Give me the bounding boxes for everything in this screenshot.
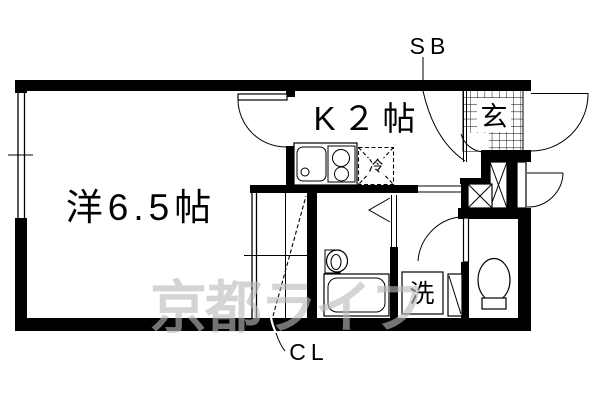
sink-drain	[300, 167, 310, 177]
entrance-door-leaf	[531, 93, 589, 97]
wall-horizontal-divider	[250, 185, 418, 193]
bathroom	[323, 249, 390, 317]
wall-toilet-top	[458, 208, 531, 219]
toilet-door-arc	[417, 216, 460, 262]
utility-zone	[467, 161, 527, 209]
washroom	[401, 271, 463, 317]
bathtub-outline	[323, 273, 390, 317]
entrance-label-box	[477, 98, 511, 132]
leader-lines	[269, 57, 424, 352]
wall-kitchen-divider-lower	[286, 146, 295, 187]
washing-machine-space	[401, 271, 444, 315]
wall-washroom-right-lower	[461, 262, 469, 318]
wall-closet-right	[307, 193, 317, 318]
wall-right-toilet	[518, 208, 531, 331]
toilet-bowl	[477, 257, 511, 303]
wall-top	[15, 80, 531, 91]
entrance-tile-floor	[460, 89, 524, 162]
toilet-tank	[481, 297, 507, 310]
main-room-label: 洋6.5帖	[66, 187, 216, 228]
doors	[237, 90, 589, 263]
toilet-door-leaf	[462, 217, 470, 263]
burner-top	[332, 149, 350, 167]
closet-diagonal	[272, 195, 307, 317]
wash-basin-bowl	[330, 254, 342, 270]
entrance-label: 玄	[481, 102, 508, 132]
refrigerator-space	[357, 146, 395, 186]
shoe-box-label: SB	[410, 33, 451, 59]
bathroom-folding-door	[367, 197, 391, 223]
bathtub	[327, 277, 386, 313]
room-door-leaf	[237, 93, 288, 101]
closet-label: CL	[289, 339, 328, 365]
wall-left-upper	[15, 80, 27, 93]
closet	[244, 193, 308, 318]
cl-leader-over-wall	[269, 317, 277, 334]
refrigerator-label: 冷	[368, 158, 383, 175]
washing-machine-label: 洗	[409, 280, 434, 308]
toilet-room	[477, 257, 511, 310]
walls	[15, 80, 531, 331]
wall-washroom-right-upper	[461, 184, 469, 218]
hall-door-arc	[422, 90, 466, 162]
cl-leader	[275, 332, 286, 352]
window	[8, 93, 33, 218]
washroom-opening-lines	[418, 185, 461, 193]
wall-utility-right	[507, 162, 517, 208]
burner-bottom	[334, 166, 349, 182]
wall-kitchen-divider-upper	[286, 90, 295, 97]
kitchen-counter	[293, 142, 395, 186]
room-door-arc	[237, 99, 287, 148]
entrance-door-arc	[530, 95, 589, 152]
wall-left-lower	[15, 218, 27, 331]
entrance-step-edge	[463, 90, 467, 162]
utility-door-strip	[516, 161, 527, 209]
utility-door-arc	[526, 172, 564, 208]
wall-genkan-bottom	[481, 150, 531, 162]
wash-basin	[325, 249, 349, 273]
wall-utility-top	[460, 178, 492, 184]
wall-bathroom-right	[390, 247, 398, 318]
kitchen-sink	[296, 146, 327, 182]
kitchen-label: K２帖	[313, 100, 422, 137]
wall-utility-stub	[481, 162, 490, 185]
stove	[327, 145, 356, 183]
bathroom-door-jambs	[391, 195, 397, 247]
